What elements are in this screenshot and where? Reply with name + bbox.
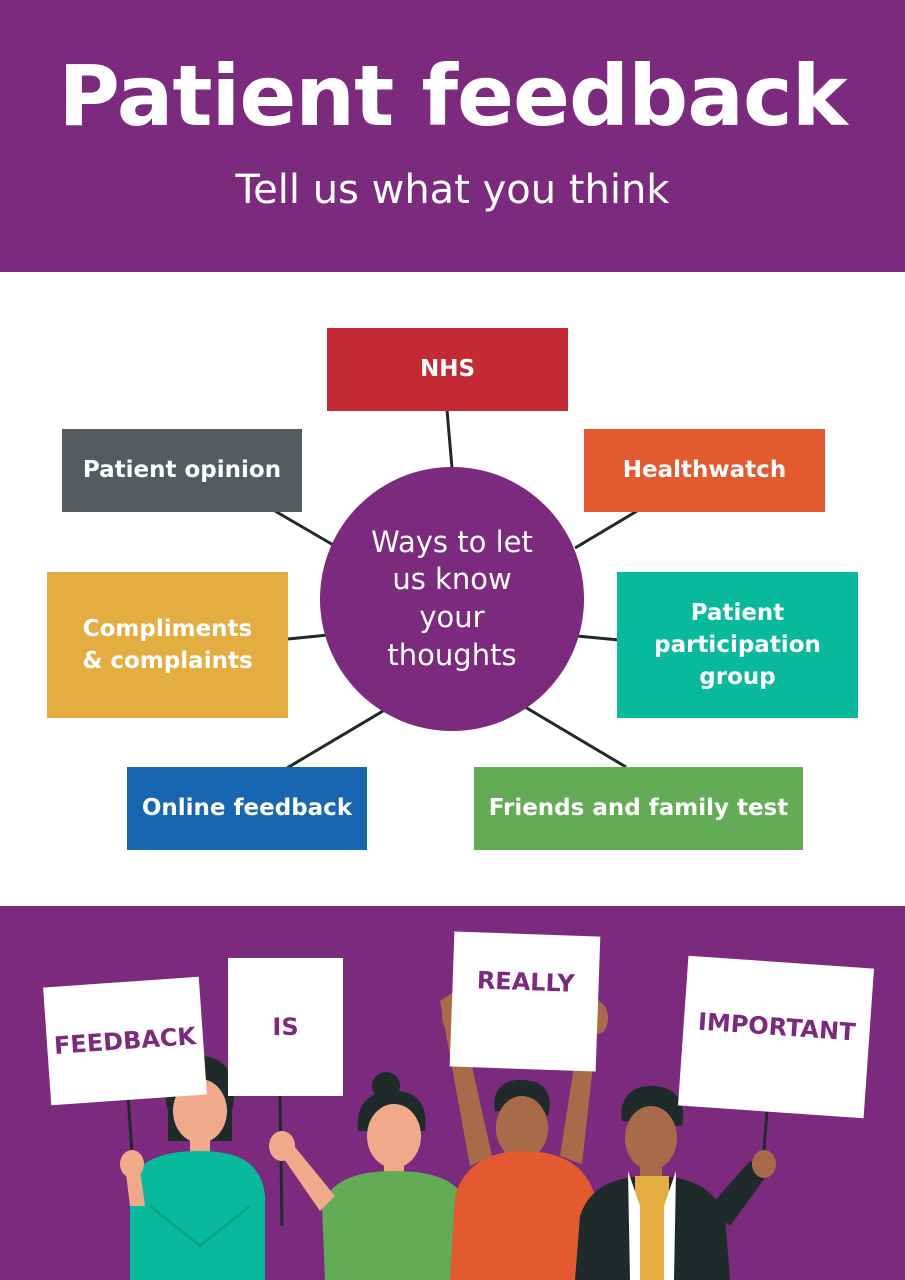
node-healthwatch-label: Healthwatch	[622, 457, 787, 484]
node-fft-label: Friends and family test	[488, 795, 789, 822]
node-patient-opinion-label: Patient opinion	[82, 457, 282, 484]
sign-really-label: REALLY	[476, 965, 576, 998]
line-patient-opinion	[274, 509, 336, 548]
node-online-label: Online feedback	[141, 795, 353, 822]
node-nhs-label: NHS	[419, 356, 476, 383]
person-green	[269, 1072, 470, 1280]
line-fft	[524, 705, 627, 769]
hub-label: Ways to let us know your thoughts	[371, 524, 533, 672]
sign-feedback: FEEDBACK	[43, 976, 207, 1106]
node-compliments: Compliments & complaints	[47, 572, 288, 718]
line-ppg	[576, 634, 620, 642]
node-compliments-label: Compliments & complaints	[82, 615, 253, 674]
people-illustration	[120, 991, 776, 1280]
line-healthwatch	[574, 509, 638, 550]
node-healthwatch: Healthwatch	[584, 429, 825, 512]
node-ppg: Patient participation group	[617, 572, 858, 718]
node-patient-opinion: Patient opinion	[62, 429, 302, 512]
hub-circle: Ways to let us know your thoughts	[320, 467, 584, 731]
sign-is: IS	[228, 958, 343, 1096]
page-subtitle: Tell us what you think	[235, 167, 670, 213]
line-compliments	[287, 633, 329, 641]
sign-is-label: IS	[272, 1013, 299, 1041]
person-dark	[575, 1085, 776, 1280]
line-nhs	[445, 409, 454, 469]
sign-important: IMPORTANT	[677, 955, 875, 1119]
line-online	[286, 709, 384, 770]
sign-important-label: IMPORTANT	[697, 1007, 857, 1047]
node-nhs: NHS	[327, 328, 568, 411]
page-title: Patient feedback	[58, 47, 847, 145]
sign-feedback-label: FEEDBACK	[53, 1022, 197, 1060]
node-online: Online feedback	[127, 767, 367, 850]
person-teal	[120, 1056, 265, 1280]
sign-really: REALLY	[449, 931, 601, 1072]
node-ppg-label: Patient participation group	[654, 599, 821, 691]
footer-banner: FEEDBACK IS REALLY IMPORTANT	[0, 906, 905, 1280]
header-banner: Patient feedback Tell us what you think	[0, 0, 905, 272]
node-fft: Friends and family test	[474, 767, 803, 850]
